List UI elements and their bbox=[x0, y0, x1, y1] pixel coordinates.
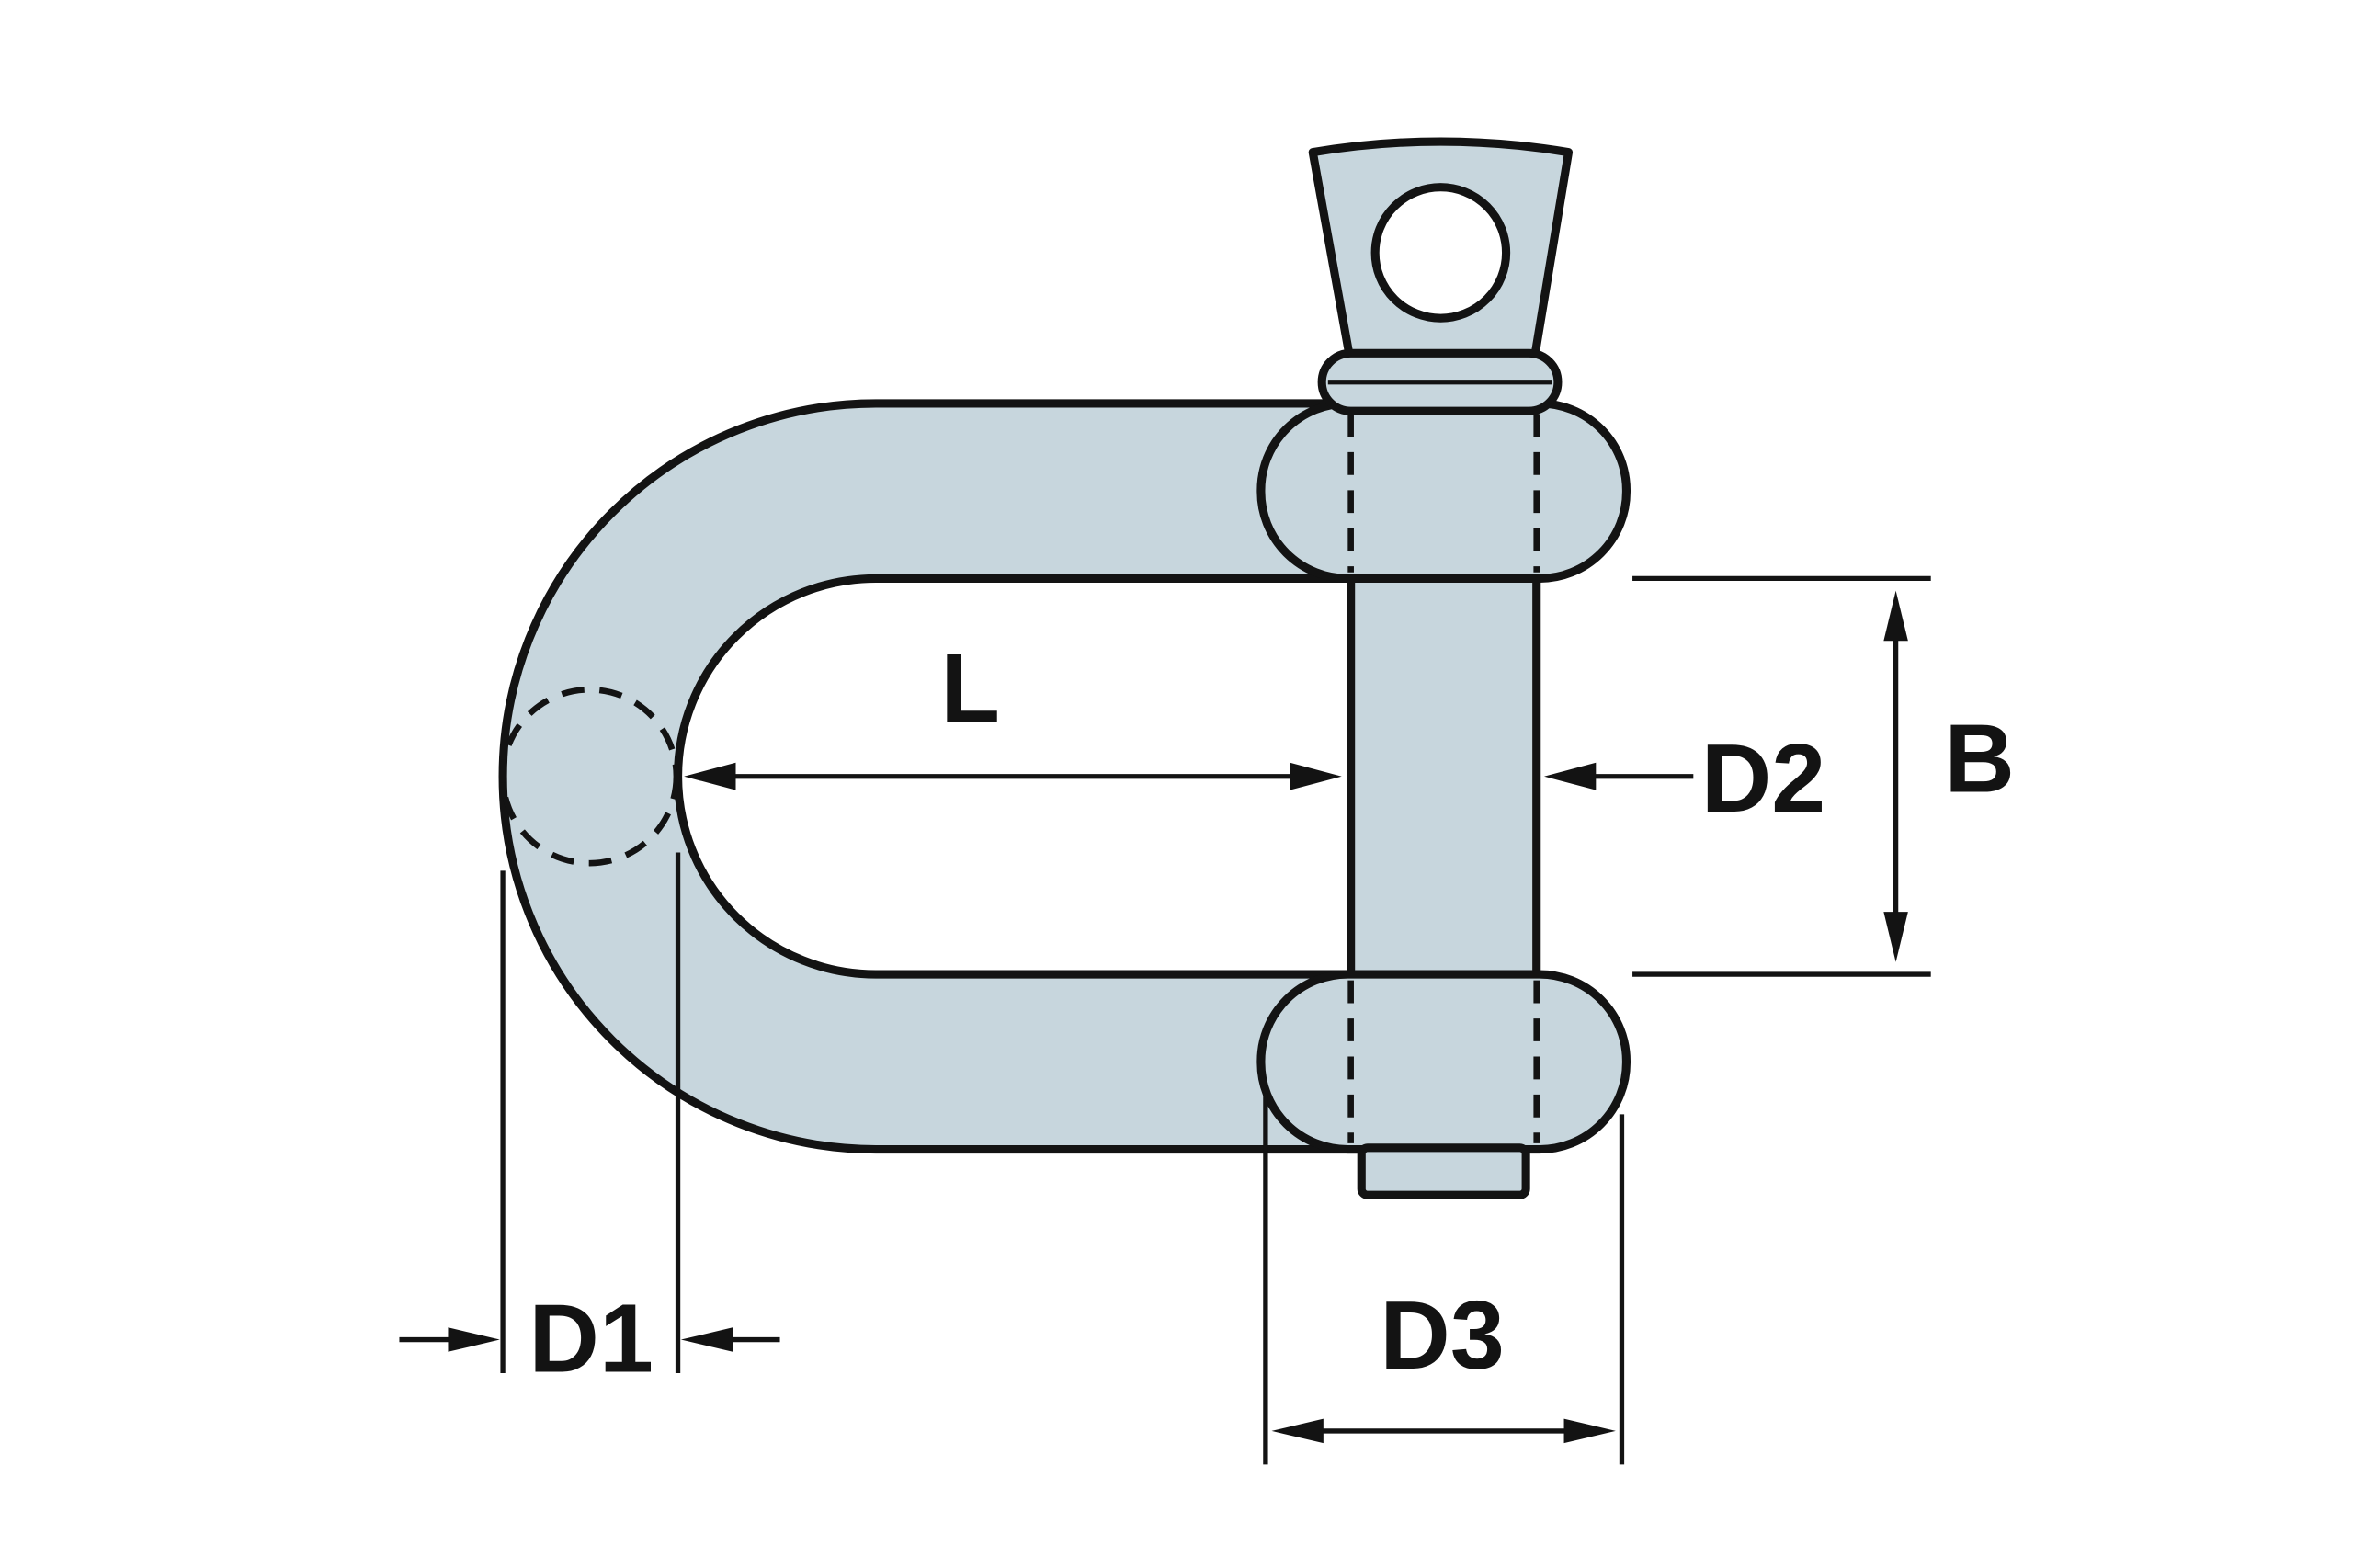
arrowhead-L-left bbox=[684, 762, 736, 790]
arrowhead-B-bottom bbox=[1883, 912, 1908, 962]
top-eye bbox=[1256, 399, 1631, 583]
dimension-B: B bbox=[1632, 575, 2015, 977]
label-D3: D3 bbox=[1380, 1281, 1505, 1390]
arrowhead-D3-left bbox=[1271, 1418, 1324, 1444]
shackle-body bbox=[498, 399, 1365, 1154]
dimension-D1: D1 bbox=[399, 852, 780, 1392]
dimension-D2: D2 bbox=[1543, 724, 1826, 833]
bottom-eye bbox=[1256, 970, 1631, 1154]
arrowhead-D1-right bbox=[680, 1327, 733, 1352]
pin-end bbox=[1357, 1143, 1530, 1199]
dimension-L: L bbox=[684, 634, 1342, 790]
label-L: L bbox=[940, 634, 1000, 743]
label-B: B bbox=[1944, 704, 2015, 812]
dimension-D3: D3 bbox=[1263, 1093, 1625, 1465]
arrowhead-D1-left bbox=[448, 1327, 500, 1352]
pin-eye-hole bbox=[1370, 183, 1511, 323]
label-D1: D1 bbox=[529, 1284, 654, 1392]
arrowhead-D3-right bbox=[1563, 1418, 1616, 1444]
arrowhead-L-right bbox=[1290, 762, 1342, 790]
label-D2: D2 bbox=[1701, 724, 1826, 833]
arrowhead-B-top bbox=[1883, 590, 1908, 642]
cross-section-circle bbox=[499, 686, 680, 867]
arrowhead-D2 bbox=[1543, 762, 1597, 790]
